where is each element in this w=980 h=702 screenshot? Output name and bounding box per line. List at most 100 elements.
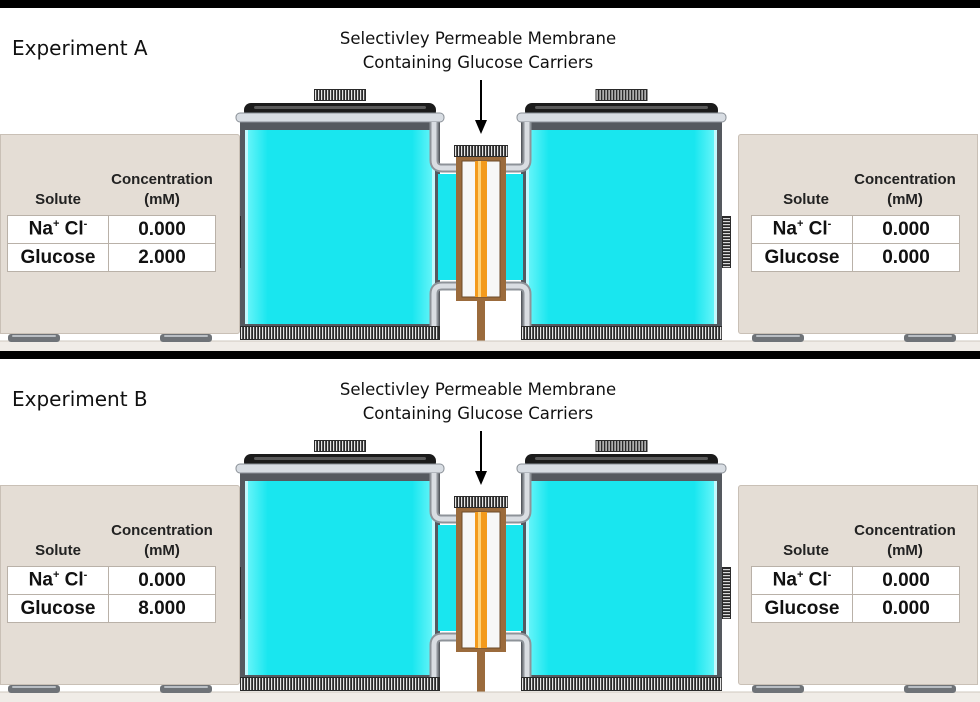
concentration-table: Na+ Cl- 0.000 Glucose 0.000 xyxy=(751,566,960,623)
left-lid-knob-ridge xyxy=(321,90,323,100)
right-beaker-base-ridge xyxy=(576,327,578,339)
left-beaker-base-ridge xyxy=(241,678,243,690)
right-beaker-base-ridge xyxy=(651,327,653,339)
right-beaker-base-ridge xyxy=(636,678,638,690)
connector-pipe-highlight xyxy=(505,283,530,326)
membrane-cap-ridge xyxy=(467,497,469,507)
left-lid-knob-ridge xyxy=(351,90,353,100)
connector-pipe-highlight xyxy=(431,473,456,522)
membrane-cap-ridge xyxy=(479,497,481,507)
left-beaker-base-ridge xyxy=(340,678,342,690)
connector-pipe-highlight xyxy=(431,634,456,677)
left-beaker-base-ridge xyxy=(382,678,384,690)
left-lid-knob-ridge xyxy=(324,90,326,100)
left-beaker-base-ridge xyxy=(247,327,249,339)
left-beaker-base-ridge xyxy=(256,327,258,339)
left-beaker-base-ridge xyxy=(427,678,429,690)
right-beaker-base-ridge xyxy=(603,678,605,690)
membrane-cap-ridge xyxy=(506,146,508,156)
right-beaker-base-ridge xyxy=(597,678,599,690)
right-lid-knob-ridge xyxy=(629,441,631,451)
membrane-core-shine xyxy=(478,161,481,297)
left-lid-knob-ridge xyxy=(333,441,335,451)
right-lid-knob-ridge xyxy=(626,441,628,451)
right-beaker-base-ridge xyxy=(564,327,566,339)
right-beaker-base-ridge xyxy=(672,678,674,690)
connector-pipe xyxy=(429,473,456,524)
left-beaker-base-ridge xyxy=(274,327,276,339)
left-lid-knob-ridge xyxy=(342,90,344,100)
right-clamp-knob-ridge xyxy=(723,239,730,241)
left-lid-knob-ridge xyxy=(345,90,347,100)
left-beaker-base-ridge xyxy=(343,327,345,339)
left-beaker-base-ridge xyxy=(424,327,426,339)
left-beaker-base-ridge xyxy=(352,327,354,339)
right-beaker-water xyxy=(526,130,717,324)
membrane-cap-ridge xyxy=(482,146,484,156)
apparatus-diagram xyxy=(0,80,980,351)
right-beaker-base-ridge xyxy=(666,678,668,690)
right-beaker-base-ridge xyxy=(651,678,653,690)
right-lid-knob-ridge xyxy=(644,90,646,100)
left-beaker-base-ridge xyxy=(361,327,363,339)
glucose-value: 0.000 xyxy=(852,594,960,623)
left-beaker-base-ridge xyxy=(265,678,267,690)
left-lid-knob-ridge xyxy=(363,90,365,100)
right-beaker-base-ridge xyxy=(543,327,545,339)
right-beaker-base-ridge xyxy=(582,327,584,339)
left-beaker-base-ridge xyxy=(313,327,315,339)
left-beaker-base-ridge xyxy=(265,327,267,339)
left-beaker-base-ridge xyxy=(304,678,306,690)
right-beaker-base-ridge xyxy=(675,327,677,339)
left-concentration-panel: Solute Concentration (mM) Na+ Cl- 0.000 … xyxy=(0,485,240,685)
right-clamp-knob-ridge xyxy=(723,227,730,229)
membrane-cap-ridge xyxy=(482,497,484,507)
right-beaker-base-ridge xyxy=(702,678,704,690)
left-beaker-base-ridge xyxy=(379,327,381,339)
experiment-title: Experiment B xyxy=(12,387,148,411)
left-beaker-glass-edge xyxy=(245,130,248,324)
right-beaker-base-ridge xyxy=(690,678,692,690)
top-divider xyxy=(0,0,980,8)
right-beaker-base-ridge xyxy=(588,678,590,690)
right-beaker-base-ridge xyxy=(597,327,599,339)
solute-header: Solute xyxy=(783,542,829,559)
membrane-core-shine xyxy=(478,512,481,648)
glucose-value: 0.000 xyxy=(852,243,960,272)
right-lid-knob-ridge xyxy=(605,441,607,451)
left-beaker-base-ridge xyxy=(394,327,396,339)
right-lid-knob-ridge xyxy=(638,90,640,100)
right-beaker-base-ridge xyxy=(594,327,596,339)
right-beaker-glass-edge xyxy=(526,481,529,675)
membrane-label-line2: Containing Glucose Carriers xyxy=(362,404,594,423)
right-beaker-base-ridge xyxy=(522,678,524,690)
membrane-cap-ridge xyxy=(455,497,457,507)
right-beaker-base-ridge xyxy=(585,327,587,339)
connector-pipe xyxy=(429,122,456,173)
right-lid-knob-ridge xyxy=(641,441,643,451)
left-beaker-base-ridge xyxy=(352,678,354,690)
table-row: Na+ Cl- 0.000 xyxy=(751,566,960,595)
right-beaker-base-ridge xyxy=(594,678,596,690)
left-beaker-base-ridge xyxy=(283,678,285,690)
left-beaker-base-ridge xyxy=(316,678,318,690)
left-beaker-base-ridge xyxy=(256,678,258,690)
right-beaker-base-ridge xyxy=(561,327,563,339)
membrane-cap-ridge xyxy=(494,146,496,156)
right-lid-knob-ridge xyxy=(605,90,607,100)
right-beaker-base-ridge xyxy=(585,678,587,690)
right-beaker-base-ridge xyxy=(576,678,578,690)
left-beaker-base-ridge xyxy=(307,327,309,339)
left-lid-knob-ridge xyxy=(357,441,359,451)
right-clamp-knob-ridge xyxy=(723,614,730,616)
right-beaker-base-ridge xyxy=(633,327,635,339)
membrane-label: Selectivley Permeable Membrane Containin… xyxy=(318,27,638,75)
right-beaker-base-ridge xyxy=(663,678,665,690)
right-beaker-lid-shine xyxy=(535,106,708,109)
left-beaker-base-ridge xyxy=(400,678,402,690)
nacl-label: Na+ Cl- xyxy=(751,215,853,244)
left-beaker-base-ridge xyxy=(409,327,411,339)
glucose-value: 8.000 xyxy=(108,594,216,623)
left-beaker-base-ridge xyxy=(355,327,357,339)
left-beaker-base-ridge xyxy=(250,327,252,339)
